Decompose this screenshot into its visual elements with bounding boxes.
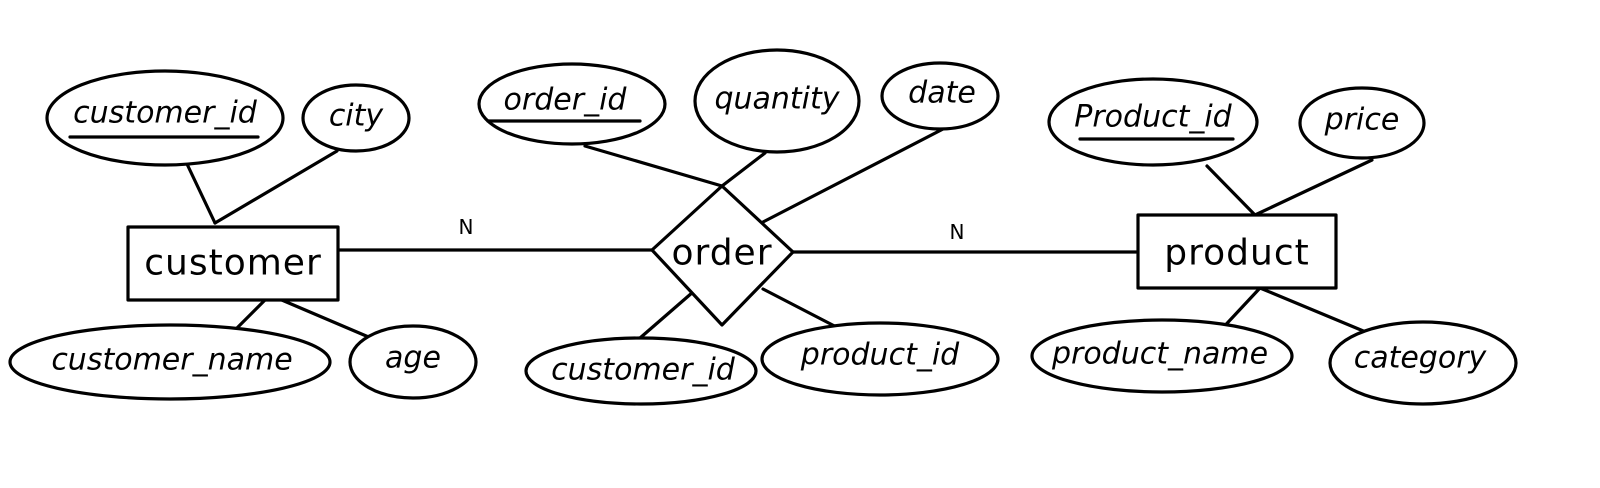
- attribute-product-id-label: Product_id: [1074, 100, 1232, 135]
- attribute-price-label: price: [1324, 103, 1400, 138]
- entity-customer[interactable]: customer: [126, 225, 340, 302]
- attribute-age-label: age: [385, 341, 441, 376]
- relationship-order[interactable]: order: [650, 184, 795, 327]
- entity-product-box: [1136, 213, 1338, 290]
- attribute-city-label: city: [329, 99, 385, 134]
- attribute-date[interactable]: date: [880, 61, 1000, 131]
- relationship-order-label: order: [672, 233, 773, 274]
- cardinality-order-product: N: [950, 220, 965, 244]
- connector-order-date: [761, 126, 947, 224]
- entity-product[interactable]: product: [1136, 213, 1338, 290]
- attribute-customer-id[interactable]: customer_id: [45, 69, 285, 167]
- attribute-category-label: category: [1354, 341, 1488, 376]
- connector-order-customer-id: [638, 290, 695, 340]
- connector-product-price: [1253, 158, 1374, 217]
- connector-order-quantity: [720, 151, 767, 188]
- attribute-category[interactable]: category: [1328, 320, 1518, 406]
- attribute-customer-id-label: customer_id: [73, 96, 258, 131]
- connector-customer-city: [213, 149, 339, 225]
- attribute-date-label: date: [908, 76, 976, 111]
- connector-customer-age: [268, 293, 380, 343]
- attribute-order-id[interactable]: order_id: [477, 62, 667, 146]
- attribute-customer-name-label: customer_name: [51, 343, 292, 378]
- attribute-customer-name[interactable]: customer_name: [8, 323, 332, 401]
- attribute-price[interactable]: price: [1298, 86, 1426, 160]
- connector-product-product-id: [1205, 164, 1257, 217]
- attribute-order-product-id-label: product_id: [800, 338, 960, 373]
- attribute-order-product-id[interactable]: product_id: [760, 321, 1000, 397]
- connector-customer-customer-id: [185, 162, 217, 225]
- attribute-quantity-label: quantity: [714, 82, 840, 117]
- entity-customer-label: customer: [144, 243, 322, 284]
- connector-order-order-id: [583, 144, 724, 188]
- attribute-quantity[interactable]: quantity: [693, 48, 861, 154]
- attribute-city[interactable]: city: [301, 83, 411, 153]
- attribute-product-name[interactable]: product_name: [1030, 318, 1294, 394]
- entity-product-label: product: [1164, 233, 1309, 274]
- attribute-age[interactable]: age: [348, 324, 478, 400]
- relationship-order-diamond: [650, 184, 795, 327]
- attribute-product-name-label: product_name: [1051, 337, 1268, 372]
- attribute-order-customer-id[interactable]: customer_id: [524, 336, 758, 406]
- entity-customer-box: [126, 225, 340, 302]
- cardinality-customer-order: N: [459, 215, 474, 239]
- attribute-order-id-label: order_id: [504, 83, 628, 118]
- attribute-product-id[interactable]: Product_id: [1047, 77, 1259, 167]
- attribute-order-customer-id-label: customer_id: [551, 353, 736, 388]
